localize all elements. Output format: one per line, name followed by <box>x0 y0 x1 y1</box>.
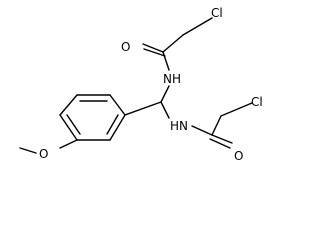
ring-bond-4 <box>59 114 78 141</box>
atom-o-bottom: O <box>234 149 243 163</box>
bonds <box>19 17 253 154</box>
atom-labels: Cl O NH HN O Cl O <box>39 6 263 163</box>
bond-c-o-top-b <box>143 48 166 57</box>
ring-double-3 <box>106 114 119 135</box>
bond-ch-nh-bottom <box>160 101 170 119</box>
atom-o-methoxy: O <box>39 147 48 161</box>
bond-c-o-bottom-a <box>211 134 233 144</box>
bond-c-nh-top <box>162 51 170 71</box>
bond-c-o-bottom-b <box>209 138 231 149</box>
molecule-canvas: Cl O NH HN O Cl O <box>19 6 263 163</box>
bond-ring-o-methoxy <box>59 139 78 149</box>
bond-ch2-cl-bottom <box>220 102 253 117</box>
bond-ch2-c-top <box>162 34 184 53</box>
bond-cl-ch2-top <box>182 17 213 36</box>
structure-diagram: Cl O NH HN O Cl O <box>19 6 263 163</box>
bond-nh-ch-top <box>160 85 170 103</box>
atom-nh-bottom: HN <box>170 119 188 133</box>
atom-cl-bottom: Cl <box>251 95 263 109</box>
ring-bond-3 <box>59 94 78 116</box>
atom-nh-top: NH <box>163 72 181 86</box>
bond-o-ch3-methoxy <box>19 147 37 154</box>
ring-double-2 <box>66 114 81 135</box>
ring-bond-6 <box>109 114 126 141</box>
bond-c-o-top-a <box>142 43 164 53</box>
bond-nh-c-bottom <box>191 125 213 136</box>
bond-ch-ring <box>124 101 162 116</box>
atom-cl-top: Cl <box>211 6 223 20</box>
atom-o-top: O <box>121 40 130 54</box>
bond-c-ch2-bottom <box>211 115 222 136</box>
ring-bond-1 <box>109 94 126 116</box>
